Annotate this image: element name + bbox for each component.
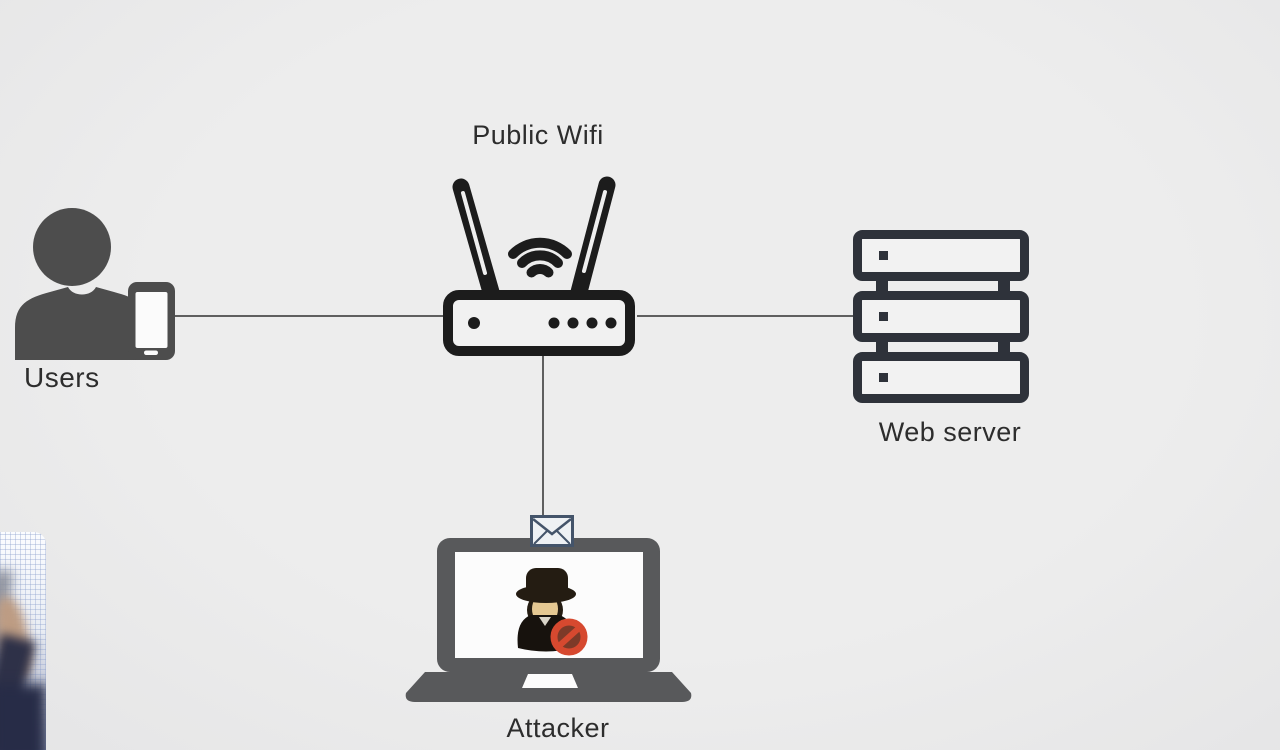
smartphone-icon bbox=[128, 282, 175, 360]
prohibition-badge-icon bbox=[550, 618, 588, 656]
edge-users-to-wifi bbox=[174, 315, 443, 317]
spy-laptop-icon bbox=[405, 538, 692, 702]
edge-wifi-to-attacker bbox=[542, 353, 544, 540]
wifi-router-icon bbox=[443, 176, 635, 356]
spy-icon bbox=[516, 568, 588, 656]
node-label-attacker: Attacker bbox=[506, 713, 610, 743]
blurred-smudge bbox=[0, 569, 13, 643]
edge-wifi-to-server bbox=[637, 315, 855, 317]
wifi-waves-icon bbox=[508, 237, 572, 278]
envelope-icon bbox=[530, 515, 574, 547]
node-label-public-wifi: Public Wifi bbox=[472, 120, 604, 150]
user-with-smartphone-icon bbox=[15, 208, 175, 360]
node-label-users: Users bbox=[24, 362, 100, 393]
blurred-arm bbox=[0, 633, 36, 750]
blurred-hand bbox=[0, 593, 37, 681]
blurred-body bbox=[0, 684, 46, 750]
server-stack-icon bbox=[853, 230, 1029, 403]
node-label-web-server: Web server bbox=[878, 417, 1022, 447]
partial-person-video-overlay bbox=[0, 532, 46, 750]
